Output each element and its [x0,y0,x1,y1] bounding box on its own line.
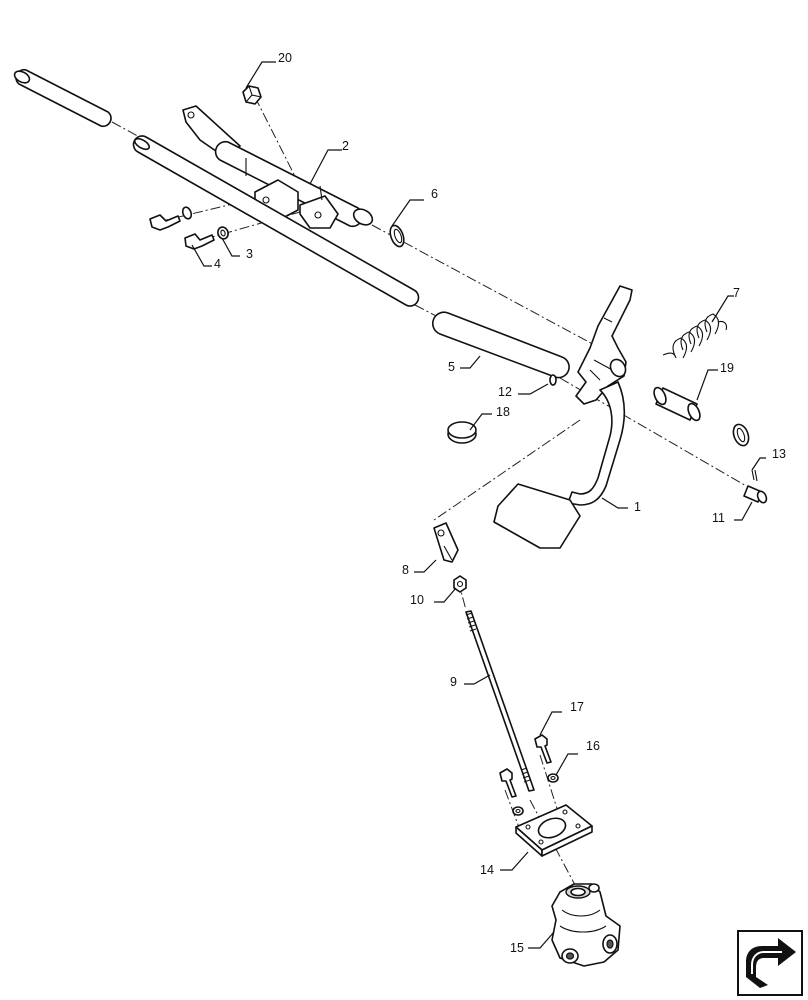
callout-10: 10 [410,593,424,607]
callout-16: 16 [586,739,600,753]
part-18-cap [447,421,477,444]
callout-13: 13 [772,447,786,461]
callout-6: 6 [431,187,438,201]
part-19-bushing [653,386,701,422]
grip-sleeve [13,68,112,128]
long-rod [132,135,420,307]
callout-15: 15 [510,941,524,955]
part-6-ring [389,224,405,248]
part-17-bolt [534,734,552,764]
callout-12: 12 [498,385,512,399]
callout-3: 3 [246,247,253,261]
part-3-washer [217,226,229,240]
part-10-nut [453,575,467,593]
part-3-washer-upper [181,206,193,220]
part-16-washer-left [512,806,524,816]
callout-labels: 20 2 6 3 4 5 7 19 12 18 1 13 11 8 10 9 1… [214,51,786,955]
callout-14: 14 [480,863,494,877]
part-8-clevis [433,522,459,563]
part-4-bolt-upper [149,214,181,231]
callout-4: 4 [214,257,221,271]
alignment-lines [111,96,761,886]
part-15-brake-valve [551,883,621,967]
part-13-cotter-pin [751,469,758,482]
callout-9: 9 [450,675,457,689]
callout-1: 1 [634,500,641,514]
part-16-washer [547,773,559,783]
part-11-pin [743,485,768,504]
callout-20: 20 [278,51,292,65]
part-9-push-rod [465,610,535,792]
part-1-pedal [493,285,633,549]
callout-18: 18 [496,405,510,419]
callout-17: 17 [570,700,584,714]
part-2-bracket [182,105,374,229]
part-4-bolt [184,233,215,250]
callout-5: 5 [448,360,455,374]
part-12-snap-ring [549,374,557,386]
callout-19: 19 [720,361,734,375]
part-14-plate [515,804,593,857]
part-17-bolt-left [499,768,517,798]
next-page-arrow-icon[interactable] [737,930,803,996]
part-7-spring [662,313,728,359]
callout-2: 2 [342,139,349,153]
part-20-nut [242,85,262,105]
callout-leaders [191,61,766,949]
callout-8: 8 [402,563,409,577]
callout-11: 11 [712,511,725,525]
washer-right [732,423,750,447]
callout-7: 7 [733,286,740,300]
